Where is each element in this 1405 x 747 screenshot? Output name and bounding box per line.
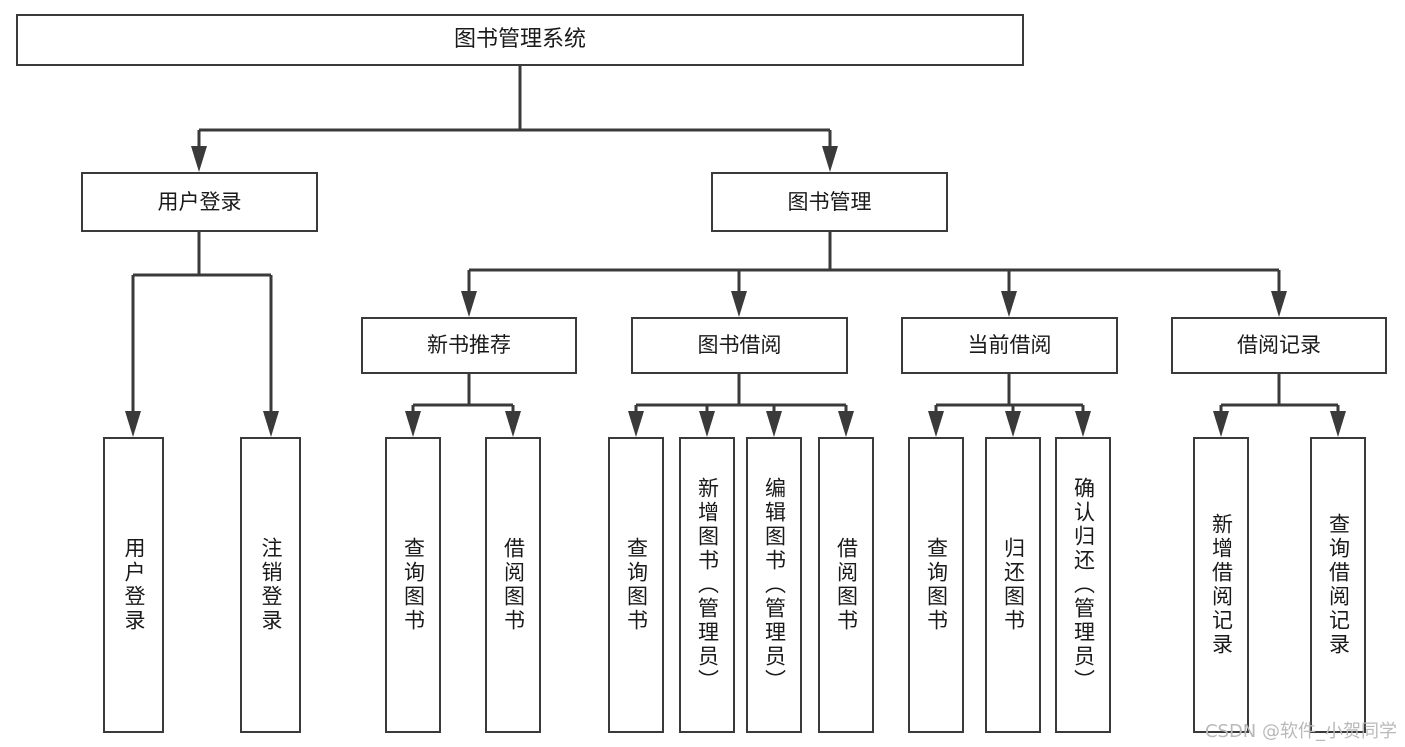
node-label: 借阅图书: [501, 537, 526, 633]
node-user-login[interactable]: 用户登录: [81, 172, 318, 232]
arrowhead-icon: [263, 411, 279, 437]
node-label: 查询借阅记录: [1326, 513, 1351, 657]
node-book-borrow[interactable]: 图书借阅: [631, 317, 848, 374]
node-new-book-recommend[interactable]: 新书推荐: [361, 317, 577, 374]
node-label: 新增图书（管理员）: [695, 477, 720, 693]
arrowhead-icon: [731, 291, 747, 317]
node-label: 用户登录: [122, 537, 146, 633]
node-label: 查询图书: [624, 537, 649, 633]
node-borrow-record[interactable]: 借阅记录: [1171, 317, 1387, 374]
node-label: 归还图书: [1001, 537, 1026, 633]
node-current-borrow[interactable]: 当前借阅: [901, 317, 1118, 374]
arrowhead-icon: [822, 146, 838, 172]
node-label: 图书管理系统: [453, 27, 586, 53]
leaf-node-leaf-user-login[interactable]: 用户登录: [103, 437, 164, 733]
node-label: 查询图书: [924, 537, 949, 633]
node-label: 图书管理: [787, 189, 872, 214]
leaf-node-leaf-confirm-return[interactable]: 确认归还（管理员）: [1055, 437, 1111, 733]
node-label: 编辑图书（管理员）: [762, 477, 787, 693]
leaf-node-leaf-borrow-book[interactable]: 借阅图书: [818, 437, 874, 733]
arrowhead-icon: [1213, 411, 1229, 437]
arrowhead-icon: [1001, 291, 1017, 317]
leaf-node-leaf-edit-book[interactable]: 编辑图书（管理员）: [746, 437, 802, 733]
leaf-node-leaf-add-record[interactable]: 新增借阅记录: [1193, 437, 1249, 733]
node-label: 用户登录: [157, 189, 242, 214]
watermark-label: CSDN @软件_小贺同学: [1204, 721, 1397, 742]
arrowhead-icon: [1005, 411, 1021, 437]
arrowhead-icon: [1330, 411, 1346, 437]
arrowhead-icon: [699, 411, 715, 437]
arrowhead-icon: [1075, 411, 1091, 437]
node-label: 新增借阅记录: [1209, 513, 1234, 657]
arrowhead-icon: [505, 411, 521, 437]
leaf-node-leaf-query-record[interactable]: 查询借阅记录: [1310, 437, 1366, 733]
arrowhead-icon: [928, 411, 944, 437]
leaf-node-leaf-query-book-new[interactable]: 查询图书: [385, 437, 441, 733]
node-book-management[interactable]: 图书管理: [711, 172, 948, 232]
node-label: 借阅记录: [1237, 333, 1321, 358]
node-label: 新书推荐: [427, 333, 511, 358]
node-label: 注销登录: [259, 537, 283, 633]
node-label: 当前借阅: [967, 333, 1052, 358]
leaf-node-leaf-query-book-current[interactable]: 查询图书: [908, 437, 964, 733]
leaf-node-leaf-query-book-borrow[interactable]: 查询图书: [608, 437, 664, 733]
node-label: 确认归还（管理员）: [1071, 477, 1096, 693]
node-label: 查询图书: [401, 537, 426, 633]
arrowhead-icon: [1271, 291, 1287, 317]
arrowhead-icon: [461, 291, 477, 317]
leaf-node-leaf-add-book[interactable]: 新增图书（管理员）: [679, 437, 735, 733]
leaf-node-leaf-logout[interactable]: 注销登录: [240, 437, 301, 733]
arrowhead-icon: [125, 411, 141, 437]
node-root[interactable]: 图书管理系统: [16, 14, 1024, 66]
leaf-node-leaf-return-book[interactable]: 归还图书: [985, 437, 1041, 733]
arrowhead-icon: [838, 411, 854, 437]
arrowhead-icon: [191, 146, 207, 172]
leaf-node-leaf-borrow-book-new[interactable]: 借阅图书: [485, 437, 541, 733]
node-label: 图书借阅: [697, 333, 782, 358]
arrowhead-icon: [405, 411, 421, 437]
node-label: 借阅图书: [834, 537, 859, 633]
arrowhead-icon: [628, 411, 644, 437]
arrowhead-icon: [766, 411, 782, 437]
